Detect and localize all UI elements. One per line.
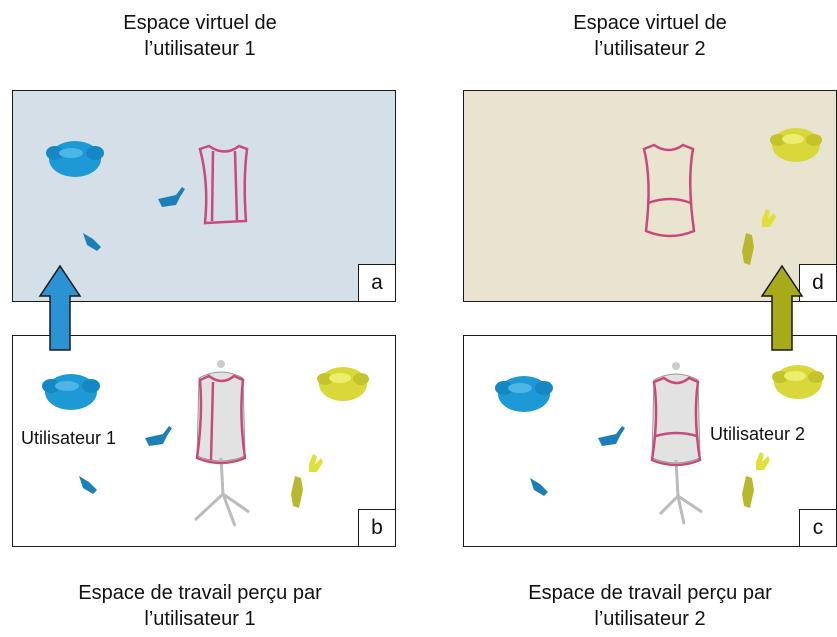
panel-b-workspace-user1: Utilisateur 1 b: [12, 335, 396, 547]
panel-a-scene: [46, 141, 249, 251]
head-icon: [42, 374, 100, 410]
caption-line: l’utilisateur 1: [144, 608, 256, 630]
hand-icon: [309, 454, 323, 472]
caption-line: l’utilisateur 1: [144, 38, 256, 60]
garment-icon: [642, 143, 696, 238]
panel-d-virtual-space-user2: d: [463, 90, 837, 302]
hand-icon: [145, 426, 172, 446]
panel-c-scene: [495, 362, 824, 525]
hand-icon: [83, 233, 101, 251]
garment-icon: [195, 374, 247, 465]
caption-virtual-space-user2: Espace virtuel de l’utilisateur 2: [510, 10, 790, 62]
caption-line: l’utilisateur 2: [594, 38, 706, 60]
panel-a-virtual-space-user1: a: [12, 90, 396, 302]
panel-c-workspace-user2: Utilisateur 2 c: [463, 335, 837, 547]
head-icon: [317, 367, 369, 401]
caption-line: Espace de travail perçu par: [78, 582, 322, 604]
garment-icon: [650, 376, 702, 467]
user-label: Utilisateur 1: [21, 428, 117, 448]
garment-icon: [198, 144, 249, 225]
hand-icon: [530, 478, 548, 496]
arrow-icon: [38, 264, 82, 351]
hand-icon: [158, 187, 185, 207]
hand-icon: [79, 476, 97, 494]
arrow-icon: [760, 264, 804, 351]
hand-icon: [762, 209, 776, 227]
caption-line: Espace de travail perçu par: [528, 582, 772, 604]
mannequin-icon: [651, 362, 703, 525]
panel-d-scene: [642, 128, 822, 265]
panel-b-scene: [42, 360, 369, 527]
hand-icon: [291, 476, 303, 508]
hand-icon: [742, 476, 754, 508]
caption-line: Espace virtuel de: [123, 12, 277, 34]
panel-letter: b: [358, 509, 395, 546]
caption-workspace-user2: Espace de travail perçu par l’utilisateu…: [490, 580, 810, 632]
head-icon: [46, 141, 104, 177]
panel-letter: c: [799, 509, 836, 546]
caption-line: Espace virtuel de: [573, 12, 727, 34]
head-icon: [772, 365, 824, 399]
user-label: Utilisateur 2: [710, 424, 806, 444]
panel-letter: d: [799, 264, 836, 301]
hand-icon: [598, 426, 625, 446]
caption-workspace-user1: Espace de travail perçu par l’utilisateu…: [40, 580, 360, 632]
head-icon: [495, 376, 553, 412]
caption-line: l’utilisateur 2: [594, 608, 706, 630]
panel-letter: a: [358, 264, 395, 301]
mannequin-icon: [193, 360, 250, 527]
hand-icon: [742, 233, 754, 265]
hand-icon: [756, 452, 770, 470]
caption-virtual-space-user1: Espace virtuel de l’utilisateur 1: [60, 10, 340, 62]
head-icon: [770, 128, 822, 162]
